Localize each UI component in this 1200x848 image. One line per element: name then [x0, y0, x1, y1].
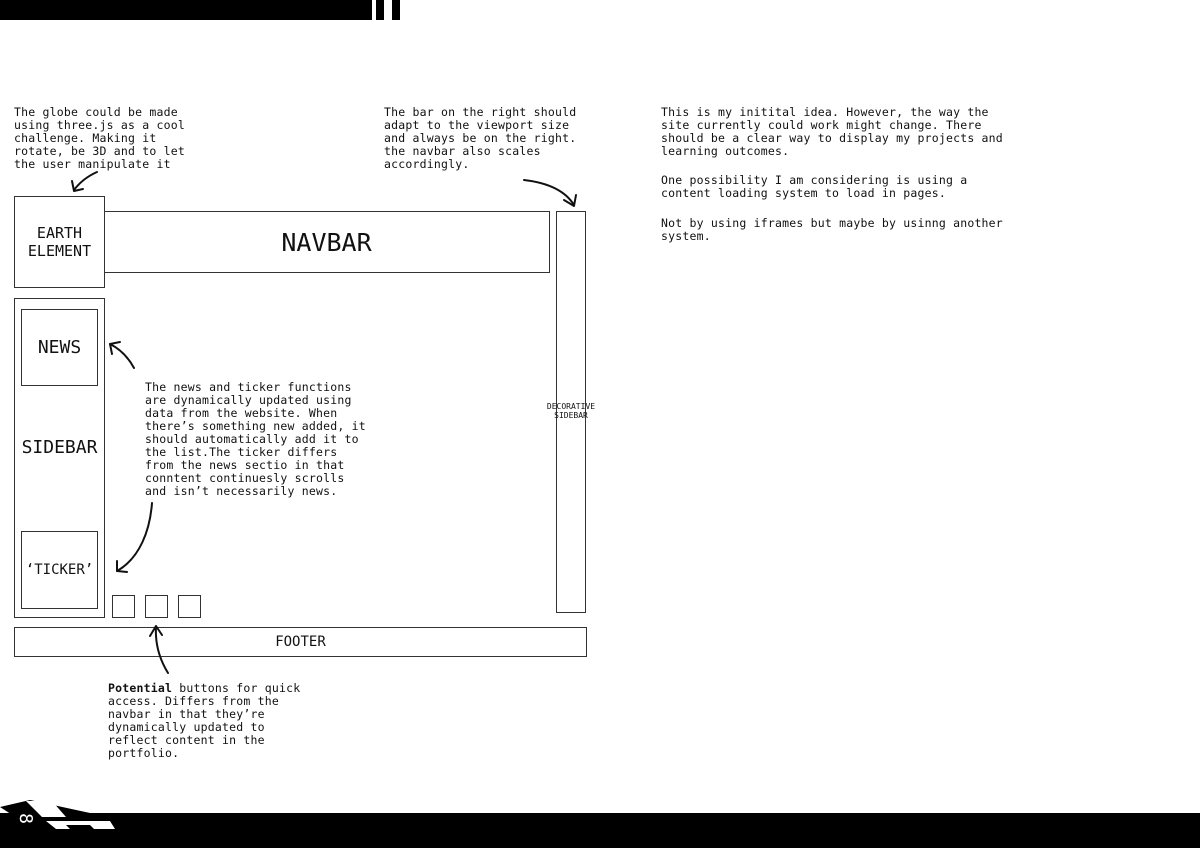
corner-logo-icon [0, 800, 115, 833]
earth-element-box: EARTH ELEMENT [14, 196, 105, 288]
intro-note-3: Not by using iframes but maybe by usinng… [661, 216, 1003, 243]
news-arrow-icon [109, 343, 135, 369]
top-stripe [376, 0, 384, 20]
globe-arrow-icon [73, 171, 98, 191]
ticker-box: ‘TICKER’ [21, 531, 98, 609]
quick-button-box [178, 595, 201, 618]
decorative-sidebar-box [556, 211, 586, 613]
intro-note-1: This is my initital idea. However, the w… [661, 105, 1003, 158]
quick-button-box [145, 595, 168, 618]
ticker-arrow-icon [116, 502, 153, 572]
footer-box: FOOTER [14, 627, 587, 657]
sidebar-label: SIDEBAR [21, 437, 98, 458]
sidebar-box [14, 298, 105, 618]
top-black-bar [0, 0, 372, 20]
navbar-box: NAVBAR [104, 211, 550, 273]
news-ticker-note: The news and ticker functions are dynami… [145, 380, 366, 498]
news-box: NEWS [21, 309, 98, 386]
intro-note-2: One possibility I am considering is usin… [661, 173, 968, 200]
page-number: 8 [14, 813, 36, 824]
quick-button-box [112, 595, 135, 618]
right-bar-arrow-icon [523, 179, 575, 206]
top-stripe [392, 0, 400, 20]
decorative-sidebar-label: DECORATIVE SIDEBAR [546, 402, 596, 420]
buttons-note: Potential buttons for quick access. Diff… [108, 682, 300, 760]
buttons-note-text: buttons for quick access. Differs from t… [108, 681, 301, 760]
globe-note: The globe could be made using three.js a… [14, 105, 185, 171]
buttons-note-bold: Potential [108, 681, 173, 695]
bottom-black-bar [0, 813, 1200, 848]
right-bar-note: The bar on the right should adapt to the… [384, 105, 577, 171]
